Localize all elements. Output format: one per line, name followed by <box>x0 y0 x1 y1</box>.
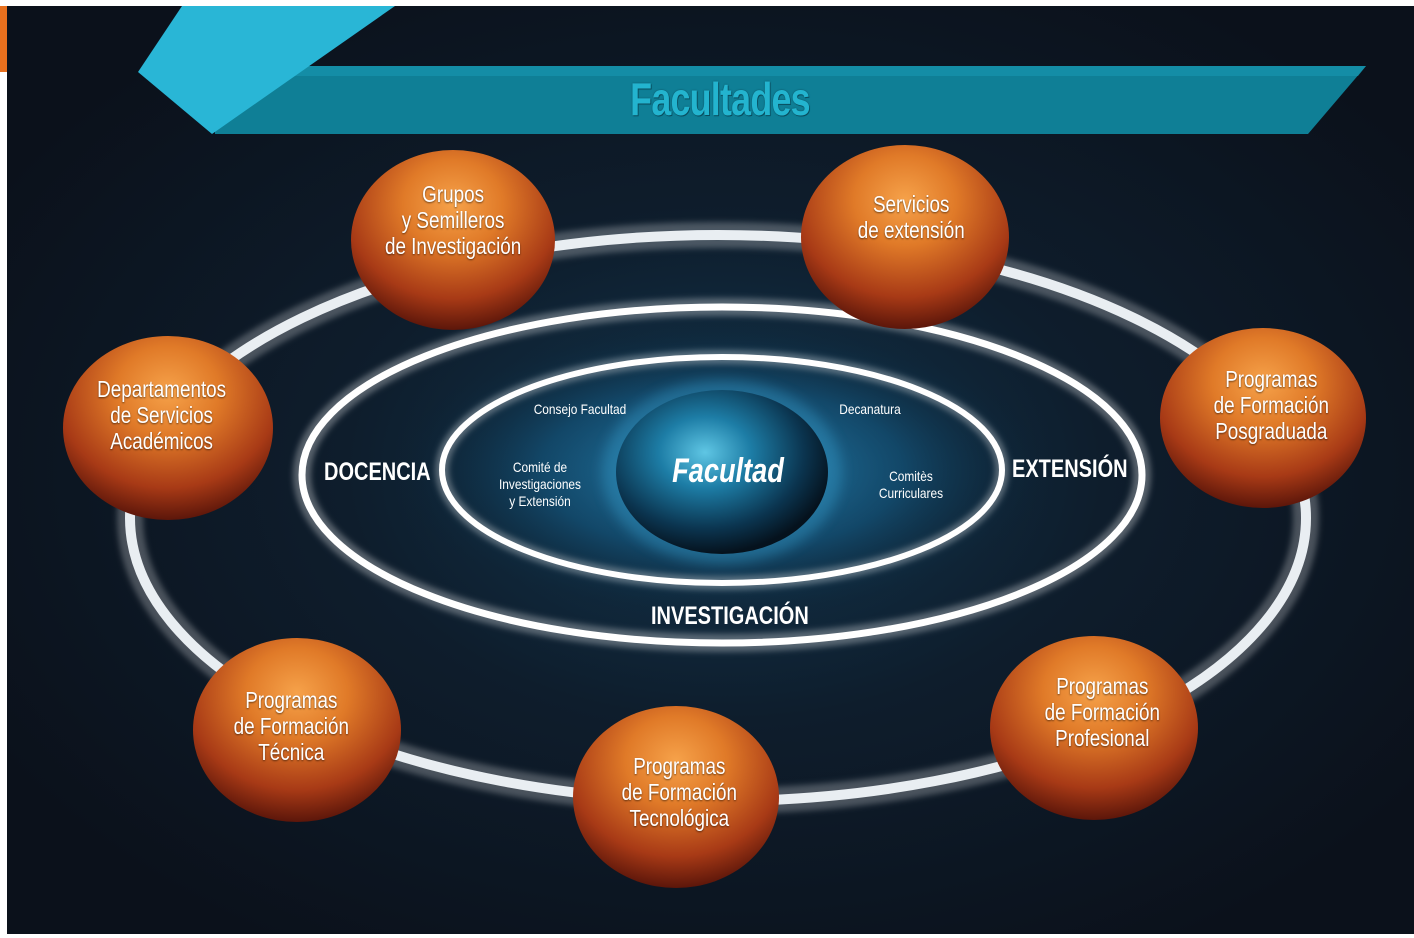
node-tecnologica: Programas de Formación Tecnológica <box>574 697 784 887</box>
node-grupos-semilleros: Grupos y Semilleros de Investigación <box>348 125 558 315</box>
node-posgraduada: Programas de Formación Posgraduada <box>1166 310 1376 500</box>
node-tecnica-label: Programas de Formación Técnica <box>233 687 349 765</box>
center-sphere <box>616 390 828 554</box>
sphere-grupos <box>351 150 555 330</box>
node-servicios-extension: Servicios de extensión <box>806 122 1016 312</box>
extension-label: EXTENSIÓN <box>1012 455 1128 483</box>
title-band <box>215 66 1366 134</box>
comites-curriculares-label: Comitès Curriculares <box>878 468 944 501</box>
sphere-servicios <box>801 145 1009 329</box>
node-servicios-label: Servicios de extensión <box>857 191 965 243</box>
node-departamentos: Departamentos de Servicios Académicos <box>57 320 267 510</box>
docencia-label: DOCENCIA <box>324 458 431 486</box>
corner-tab <box>0 6 7 72</box>
node-grupos-label: Grupos y Semilleros de Investigación <box>384 181 522 259</box>
node-profesional-label: Programas de Formación Profesional <box>1044 673 1160 751</box>
center-facultad-label: Facultad <box>672 452 784 490</box>
title-band-shade <box>215 66 1366 76</box>
middle-ring <box>298 303 1146 647</box>
node-spheres <box>63 145 1366 888</box>
accent-stripe <box>138 6 395 134</box>
comite-investigaciones-label: Comité de Investigaciones y Extensión <box>498 459 582 509</box>
sphere-tecnica <box>193 638 401 822</box>
sphere-tecnologica <box>573 706 779 888</box>
node-tecnologica-label: Programas de Formación Tecnológica <box>621 753 737 831</box>
sphere-posgraduada <box>1160 328 1366 508</box>
decanatura-label: Decanatura <box>839 401 901 417</box>
consejo-facultad-label: Consejo Facultad <box>533 401 627 417</box>
inner-ring <box>439 354 1005 586</box>
node-departamentos-label: Departamentos de Servicios Académicos <box>97 376 227 454</box>
investigacion-label: INVESTIGACIÓN <box>651 602 809 630</box>
sphere-profesional <box>990 636 1198 820</box>
node-profesional: Programas de Formación Profesional <box>997 617 1207 807</box>
sphere-departamentos <box>63 336 273 520</box>
node-posgraduada-label: Programas de Formación Posgraduada <box>1213 366 1329 444</box>
node-tecnica: Programas de Formación Técnica <box>186 631 396 821</box>
diagram-title: Facultades <box>630 73 810 125</box>
